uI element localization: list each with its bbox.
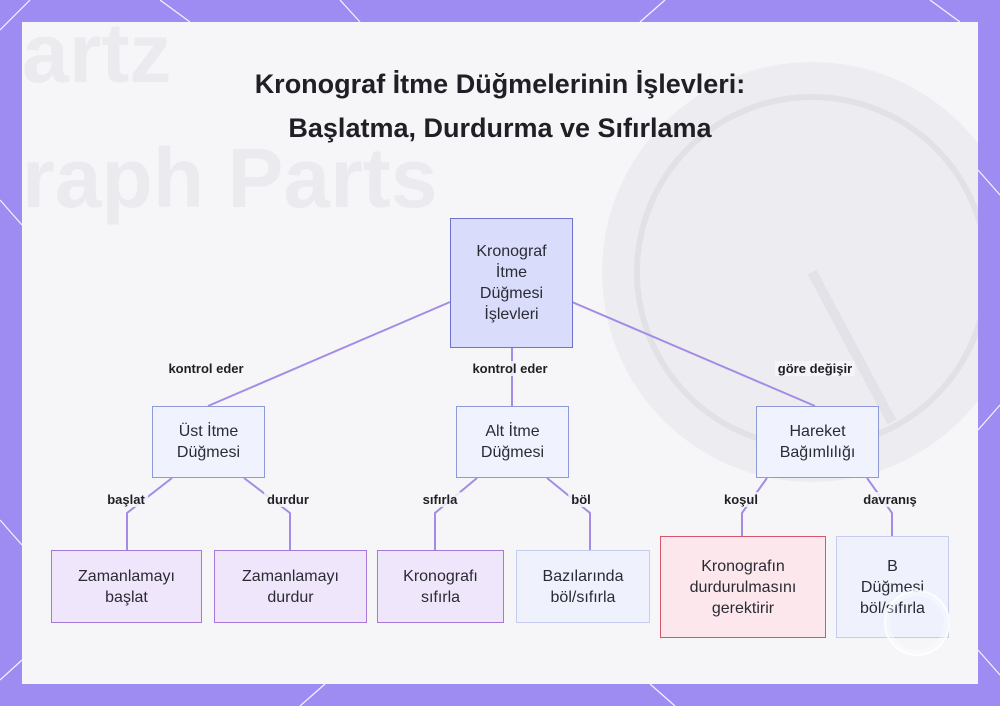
svg-text:artz: artz <box>22 22 171 100</box>
edge-movement-condition <box>741 477 768 536</box>
node-stop-timing: Zamanlamayı durdur <box>214 550 367 623</box>
node-requires-stop: Kronografın durdurulmasını gerektirir <box>660 536 826 638</box>
edge-label-behavior: davranış <box>860 492 920 507</box>
seal-icon <box>884 590 950 656</box>
edge-label-reset: sıfırla <box>419 492 461 507</box>
watch-background-icon: artz raph Parts <box>22 22 978 482</box>
node-bottom-button: Alt İtme Düğmesi <box>456 406 569 478</box>
edge-label-controls-center: kontrol eder <box>469 361 551 376</box>
edge-movement-behavior <box>866 477 893 536</box>
edge-label-split: böl <box>568 492 594 507</box>
edge-bottom-split <box>546 477 591 550</box>
node-top-button: Üst İtme Düğmesi <box>152 406 265 478</box>
edge-top-stop <box>243 477 291 550</box>
node-reset-chrono: Kronografı sıfırla <box>377 550 504 623</box>
node-start-timing: Zamanlamayı başlat <box>51 550 202 623</box>
edge-bottom-reset <box>434 477 478 550</box>
node-movement-dependency: Hareket Bağımlılığı <box>756 406 879 478</box>
node-split-reset: Bazılarında böl/sıfırla <box>516 550 650 623</box>
node-root: Kronograf İtme Düğmesi İşlevleri <box>450 218 573 348</box>
edge-label-controls-left: kontrol eder <box>165 361 247 376</box>
edge-top-start <box>126 477 173 550</box>
edge-label-varies: göre değişir <box>774 361 856 376</box>
edge-label-start: başlat <box>104 492 148 507</box>
diagram-title: Kronograf İtme Düğmelerinin İşlevleri: B… <box>254 69 746 143</box>
edge-root-top <box>207 301 451 407</box>
svg-text:raph Parts: raph Parts <box>22 131 438 225</box>
edge-lines <box>126 301 893 550</box>
diagram-canvas: artz raph Parts Kronograf İtme Düğmeleri… <box>22 22 978 684</box>
edge-label-stop: durdur <box>264 492 312 507</box>
edge-label-condition: koşul <box>721 492 761 507</box>
edge-root-movement <box>571 301 816 407</box>
